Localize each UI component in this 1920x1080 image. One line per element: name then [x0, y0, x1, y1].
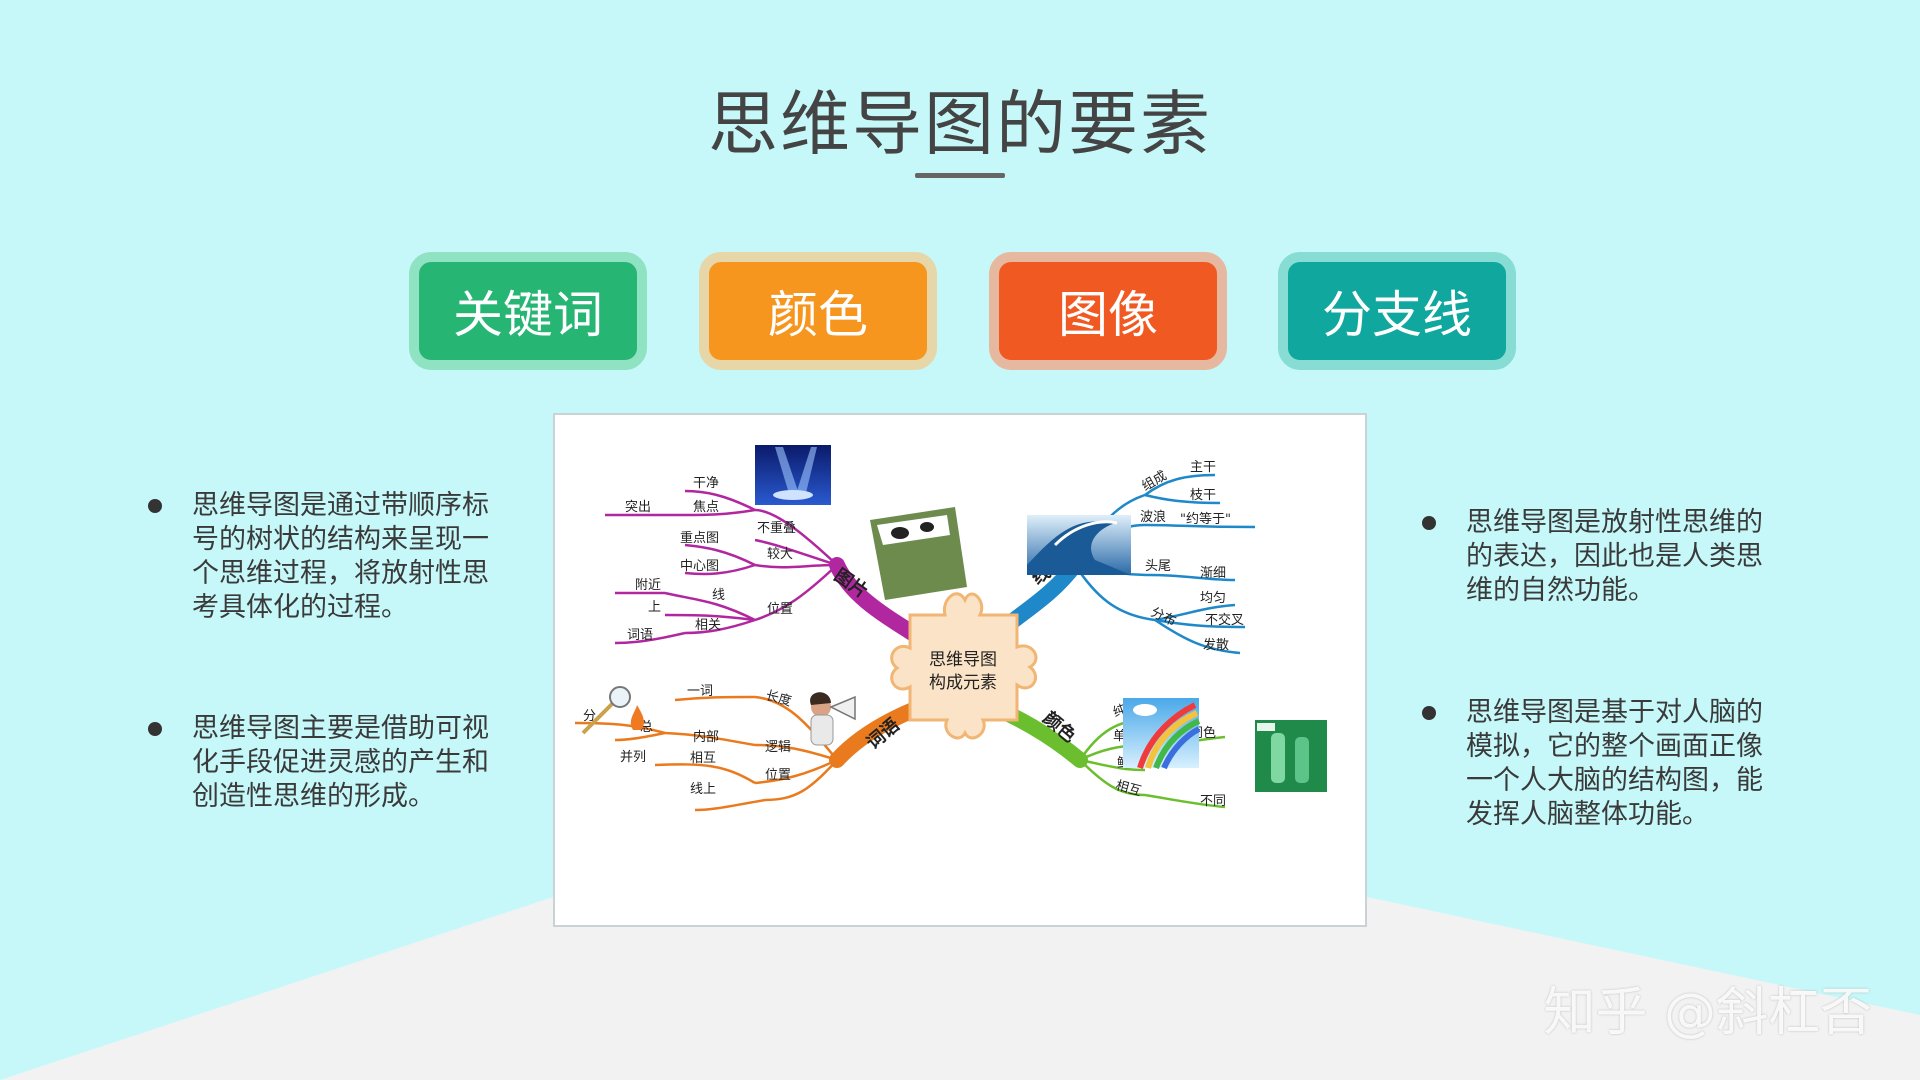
node-label: 相互: [690, 751, 716, 766]
title-underline: [915, 173, 1005, 178]
node-label: 枝干: [1190, 488, 1216, 503]
node-label: 较大: [767, 547, 793, 562]
node-label: 上: [648, 600, 661, 615]
node-label: 发散: [1203, 637, 1229, 653]
line-branch-labels: 组成 主干 枝干 波浪 "约等于" 头尾 渐细 分布 均匀 不交叉 发散: [1140, 460, 1245, 653]
center-label-line-2: 构成元素: [929, 673, 997, 693]
node-label: 位置: [767, 602, 793, 617]
bullet-dot: [1422, 516, 1436, 530]
node-label: 相关: [695, 618, 721, 633]
node-label: 波浪: [1140, 510, 1166, 525]
node-label: 线: [712, 588, 725, 603]
element-branch-line-chip: 分支线: [1278, 252, 1516, 370]
node-label: 不同: [1200, 794, 1226, 809]
watermark: 知乎 @斜杠否: [1543, 983, 1872, 1043]
center-label-line-1: 思维导图: [929, 650, 997, 670]
node-label: 头尾: [1145, 559, 1171, 574]
node-label: 重点图: [680, 530, 719, 546]
element-color-chip: 颜色: [699, 252, 937, 370]
left-point-2: 思维导图主要是借助可视化手段促进灵感的产生和创造性思维的形成。: [148, 712, 508, 814]
node-label: 中心图: [680, 559, 719, 574]
megaphone-woman-image: [810, 692, 856, 746]
node-label: 突出: [625, 499, 651, 515]
node-label: 分: [583, 709, 596, 724]
node-label: 相互: [1114, 778, 1143, 799]
node-label: 焦点: [693, 500, 719, 515]
element-keyword-chip: 关键词: [409, 252, 647, 370]
element-image-chip: 图像: [989, 252, 1227, 370]
mindmap-image: 思维导图 构成元素 图片 线条 词语 颜色 干净 背景 突出 焦点 不重叠 重点…: [553, 413, 1367, 927]
node-label: 位置: [765, 768, 791, 783]
right-point-2: 思维导图是基于对人脑的模拟，它的整个画面正像一个人大脑的结构图，能发挥人脑整体功…: [1422, 696, 1782, 832]
bullet-dot: [148, 722, 162, 736]
node-label: 并列: [620, 750, 646, 765]
ocean-wave-image: [1027, 515, 1131, 575]
node-label: 主干: [1190, 460, 1216, 475]
stage-spotlight-image: [755, 445, 831, 505]
left-point-2-text: 思维导图主要是借助可视化手段促进灵感的产生和创造性思维的形成。: [192, 713, 489, 812]
node-label: 组成: [1140, 468, 1170, 494]
word-branch-labels: 一词 长度 分 总 内部 逻辑 并列 相互 位置 线上: [583, 684, 793, 797]
node-label: 长度: [764, 687, 793, 709]
left-point-1-text: 思维导图是通过带顺序标号的树状的结构来呈现一个思维过程，将放射性思考具体化的过程…: [192, 490, 489, 623]
right-point-1-text: 思维导图是放射性思维的的表达，因此也是人类思维的自然功能。: [1466, 507, 1763, 606]
node-label: 内部: [693, 729, 719, 745]
node-label: 词语: [627, 628, 653, 643]
node-label: "约等于": [1180, 511, 1231, 527]
node-label: 附近: [635, 578, 661, 593]
node-label: 均匀: [1200, 591, 1226, 606]
node-label: 渐细: [1200, 566, 1226, 581]
node-label: 逻辑: [765, 740, 791, 755]
node-label: 一词: [687, 684, 713, 699]
rainbow-sky-image: [1123, 698, 1201, 770]
node-label: 线上: [690, 782, 716, 797]
node-label: 干净: [693, 476, 719, 491]
cow-card-image: [870, 507, 967, 600]
right-point-2-text: 思维导图是基于对人脑的模拟，它的整个画面正像一个人大脑的结构图，能发挥人脑整体功…: [1466, 697, 1763, 830]
picture-sub-branches: [605, 489, 838, 645]
center-puzzle-node: 思维导图 构成元素: [890, 592, 1038, 740]
magnifier-flame-image: [581, 686, 644, 735]
page-title: 思维导图的要素: [708, 83, 1212, 165]
green-bottles-image: [1255, 720, 1327, 792]
bullet-dot: [1422, 706, 1436, 720]
bullet-dot: [148, 499, 162, 513]
left-point-1: 思维导图是通过带顺序标号的树状的结构来呈现一个思维过程，将放射性思考具体化的过程…: [148, 489, 508, 625]
node-label: 不重叠: [757, 520, 796, 536]
right-point-1: 思维导图是放射性思维的的表达，因此也是人类思维的自然功能。: [1422, 506, 1782, 608]
node-label: 不交叉: [1205, 612, 1244, 628]
word-sub-branches: [574, 695, 838, 812]
